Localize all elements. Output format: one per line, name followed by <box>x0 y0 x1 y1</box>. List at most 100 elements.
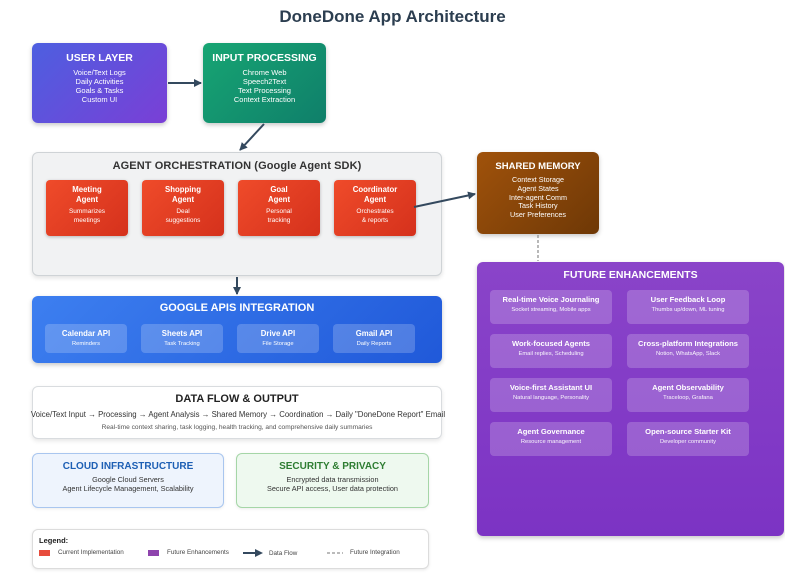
future-enhancements-heading: FUTURE ENHANCEMENTS <box>563 269 698 281</box>
future-item-desc: Developer community <box>659 439 717 445</box>
dashed-line-icon <box>327 552 343 553</box>
future-item-desc: Socket streaming, Mobile apps <box>511 307 591 313</box>
future-item: Open-source Starter Kit Developer commun… <box>627 422 749 456</box>
agent-title: Coordinator <box>352 185 398 194</box>
future-item-desc: Thumbs up/down, ML tuning <box>651 307 725 313</box>
input-processing-heading: INPUT PROCESSING <box>212 52 317 64</box>
future-item-title: Work-focused Agents <box>511 339 591 348</box>
legend-item-current: Current Implementation <box>39 549 124 556</box>
agent-title: Agent <box>267 194 291 204</box>
future-item: Agent Observability Traceloop, Grafana <box>627 378 749 412</box>
shared-memory-line: Agent States <box>517 183 559 193</box>
security-line: Secure API access, User data protection <box>266 483 398 493</box>
shared-memory-line: Task History <box>518 201 558 211</box>
legend-label: Data Flow <box>269 549 298 557</box>
agent-desc: suggestions <box>165 216 201 224</box>
future-swatch-icon <box>148 549 159 556</box>
future-item-title: Cross-platform Integrations <box>638 339 738 348</box>
input-processing-line: Chrome Web <box>242 68 287 77</box>
legend-item-future-integration: Future Integration <box>327 549 400 556</box>
security-privacy-box: SECURITY & PRIVACY Encrypted data transm… <box>236 453 429 508</box>
arrow-input-to-orchestration <box>239 123 265 151</box>
future-item-desc: Resource management <box>520 439 582 445</box>
data-flow-sequence: Voice/Text Input → Processing → Agent An… <box>30 410 446 419</box>
agent-desc: meetings <box>73 216 101 224</box>
future-item-desc: Email replies, Scheduling <box>518 351 584 357</box>
sheets-api-card: Sheets API Task Tracking <box>141 324 223 353</box>
user-layer-line: Voice/Text Logs <box>73 68 126 77</box>
shared-memory-line: Context Storage <box>512 175 564 184</box>
future-enhancements-box: FUTURE ENHANCEMENTS Real-time Voice Jour… <box>477 262 784 536</box>
api-desc: Reminders <box>71 341 101 347</box>
data-flow-heading: DATA FLOW & OUTPUT <box>175 393 299 405</box>
data-flow-box: DATA FLOW & OUTPUT Voice/Text Input → Pr… <box>31 386 445 439</box>
future-item-desc: Notion, WhatsApp, Slack <box>655 351 721 357</box>
input-processing-line: Speech2Text <box>242 77 287 87</box>
future-item-title: Voice-first Assistant UI <box>509 383 593 392</box>
future-item: Work-focused Agents Email replies, Sched… <box>490 334 612 368</box>
security-privacy-heading: SECURITY & PRIVACY <box>279 461 386 472</box>
future-item-desc: Natural language, Personality <box>512 395 590 401</box>
future-item-title: Open-source Starter Kit <box>645 427 731 436</box>
input-processing-box: INPUT PROCESSING Chrome Web Speech2Text … <box>203 43 326 123</box>
gmail-api-card: Gmail API Daily Reports <box>333 324 415 353</box>
cloud-line: Agent Lifecycle Management, Scalability <box>62 483 194 493</box>
legend-label: Future Enhancements <box>167 549 229 556</box>
future-item-title: User Feedback Loop <box>650 295 726 304</box>
future-item: Cross-platform Integrations Notion, What… <box>627 334 749 368</box>
agent-title: Meeting <box>72 185 102 194</box>
legend-box: Legend: Current Implementation Future En… <box>32 529 429 569</box>
shared-memory-heading: SHARED MEMORY <box>495 161 581 172</box>
user-layer-heading: USER LAYER <box>66 52 133 64</box>
future-item-title: Real-time Voice Journaling <box>502 295 600 304</box>
cloud-infrastructure-box: CLOUD INFRASTRUCTURE Google Cloud Server… <box>32 453 224 508</box>
api-title: Gmail API <box>355 329 393 338</box>
input-processing-line: Text Processing <box>238 86 291 96</box>
future-item: Real-time Voice Journaling Socket stream… <box>490 290 612 324</box>
calendar-api-card: Calendar API Reminders <box>45 324 127 353</box>
api-title: Calendar API <box>61 329 111 338</box>
agent-title: Agent <box>363 194 387 204</box>
legend-item-future: Future Enhancements <box>148 549 229 556</box>
api-desc: Task Tracking <box>164 341 200 347</box>
future-item-desc: Traceloop, Grafana <box>663 395 713 401</box>
agent-title: Shopping <box>165 185 201 194</box>
future-item: Voice-first Assistant UI Natural languag… <box>490 378 612 412</box>
current-swatch-icon <box>39 549 50 556</box>
api-desc: File Storage <box>262 341 294 347</box>
future-item: User Feedback Loop Thumbs up/down, ML tu… <box>627 290 749 324</box>
agent-desc: Deal <box>176 208 190 216</box>
agent-title: Agent <box>75 194 99 204</box>
api-title: Drive API <box>260 329 296 338</box>
cloud-line: Google Cloud Servers <box>92 475 164 484</box>
future-item-title: Agent Observability <box>652 383 724 392</box>
cloud-infrastructure-heading: CLOUD INFRASTRUCTURE <box>62 461 194 472</box>
google-apis-box: GOOGLE APIS INTEGRATION Calendar API Rem… <box>32 296 442 363</box>
shared-memory-box: SHARED MEMORY Context Storage Agent Stat… <box>477 152 599 234</box>
legend-item-data-flow: Data Flow <box>243 549 297 557</box>
drive-api-card: Drive API File Storage <box>237 324 319 353</box>
agent-title: Agent <box>171 194 195 204</box>
security-line: Encrypted data transmission <box>286 475 379 484</box>
future-item: Agent Governance Resource management <box>490 422 612 456</box>
agent-desc: Summarizes <box>68 208 106 216</box>
data-flow-summary: Real-time context sharing, task logging,… <box>101 424 373 431</box>
arrow-icon <box>243 549 263 557</box>
agent-desc: Personal <box>266 208 292 216</box>
user-layer-box: USER LAYER Voice/Text Logs Daily Activit… <box>32 43 167 123</box>
api-title: Sheets API <box>161 329 203 338</box>
user-layer-line: Goals & Tasks <box>75 86 124 96</box>
legend-label: Current Implementation <box>58 549 124 556</box>
legend-label: Future Integration <box>350 549 400 556</box>
agent-title: Goal <box>270 185 288 194</box>
shared-memory-line: User Preferences <box>510 210 566 220</box>
future-item-title: Agent Governance <box>517 427 585 436</box>
api-desc: Daily Reports <box>356 341 392 347</box>
agent-orchestration-box: AGENT ORCHESTRATION (Google Agent SDK) M… <box>32 152 442 276</box>
google-apis-heading: GOOGLE APIS INTEGRATION <box>159 302 315 314</box>
input-processing-line: Context Extraction <box>233 95 296 105</box>
user-layer-line: Daily Activities <box>75 77 124 87</box>
